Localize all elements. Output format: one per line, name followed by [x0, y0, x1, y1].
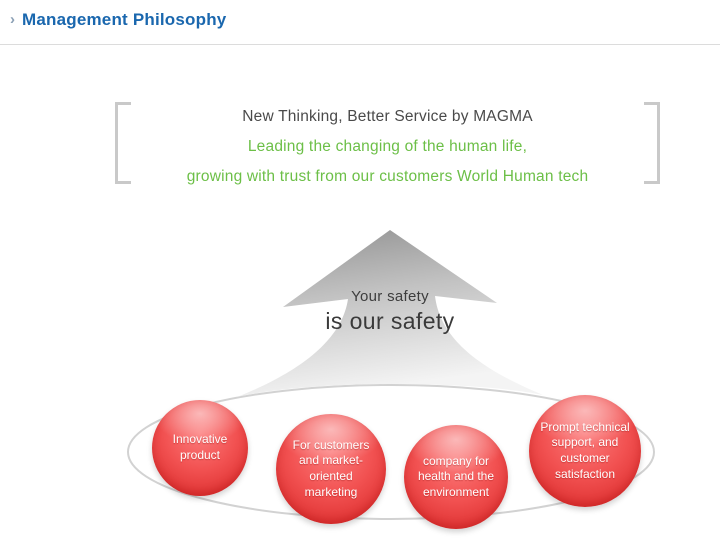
left-bracket-icon	[115, 102, 131, 184]
arrow-caption-top: Your safety	[351, 288, 429, 305]
right-bracket-icon	[644, 102, 660, 184]
quote-line-1: New Thinking, Better Service by MAGMA	[242, 108, 533, 125]
value-circle-innovative-product: Innovative product	[152, 400, 248, 496]
circle-label: Innovative product	[172, 432, 228, 462]
value-circle-health-environment: company for health and the environment	[404, 425, 508, 529]
circle-label: company for health and the environment	[417, 453, 495, 499]
arrow-caption: Your safety is our safety	[270, 288, 510, 335]
value-circle-market-oriented: For customers and market-oriented market…	[276, 414, 386, 524]
quote-line-2: Leading the changing of the human life,	[247, 138, 528, 155]
quote-line-3: growing with trust from our customers Wo…	[186, 168, 589, 185]
circle-label: Prompt technical support, and customer s…	[540, 419, 630, 481]
circle-label: For customers and market-oriented market…	[292, 437, 370, 499]
chevron-right-icon: ›	[10, 10, 15, 28]
value-circle-customer-satisfaction: Prompt technical support, and customer s…	[529, 395, 641, 507]
quote-section: New Thinking, Better Service by MAGMA Le…	[115, 100, 660, 195]
arrow-caption-main: is our safety	[325, 308, 455, 334]
page-title: Management Philosophy	[22, 10, 227, 29]
header-divider	[0, 44, 720, 45]
page-header: › Management Philosophy	[10, 10, 226, 30]
